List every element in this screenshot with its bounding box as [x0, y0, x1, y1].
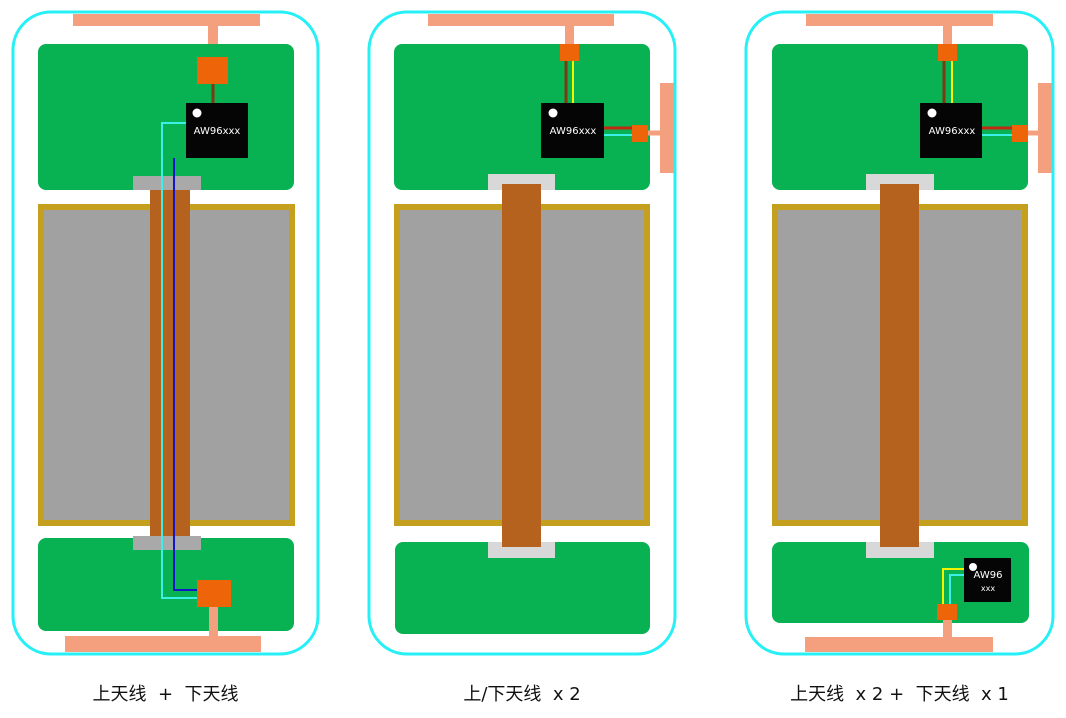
- top-antenna-feed: [208, 26, 218, 58]
- chip-pin1-dot: [927, 108, 937, 118]
- chip-label: AW96xxx: [929, 126, 976, 137]
- top-antenna: [73, 14, 260, 26]
- bottom-antenna: [805, 637, 993, 652]
- bottom-board: [395, 542, 650, 634]
- trace-yellow-lower: [942, 568, 964, 604]
- top-antenna-feed: [943, 26, 952, 46]
- fpc-clip-top: [133, 176, 201, 190]
- top-board: [772, 44, 1028, 190]
- side-antenna: [1038, 83, 1052, 173]
- top-connector: [197, 57, 228, 84]
- phone-frame: [367, 10, 677, 656]
- chip-label: AW96xxx: [550, 126, 597, 137]
- top-board: [38, 44, 294, 190]
- top-board: [394, 44, 650, 190]
- panel-3: AW96xxx AW96 xxx: [744, 10, 1055, 656]
- side-connector: [632, 125, 648, 142]
- top-antenna-feed: [565, 26, 574, 46]
- fpc-cable: [150, 180, 190, 544]
- bottom-antenna-feed: [943, 620, 952, 638]
- fpc-cable: [880, 184, 919, 547]
- top-connector: [560, 44, 579, 61]
- chip-pin1-dot: [548, 108, 558, 118]
- top-connector: [938, 44, 957, 61]
- bottom-connector: [197, 580, 231, 607]
- caption-panel-2: 上/下天线 x 2: [463, 684, 581, 705]
- panel-1: AW96xxx: [11, 10, 320, 656]
- bottom-board: [38, 538, 294, 631]
- side-connector: [1012, 125, 1028, 142]
- phone-frame: [11, 10, 320, 656]
- chip-label: AW96xxx: [194, 126, 241, 137]
- chip-label-lower-line2: xxx: [981, 584, 995, 593]
- chip-label-lower-line1: AW96: [974, 570, 1003, 581]
- fpc-cable: [502, 184, 541, 547]
- bottom-connector: [937, 604, 957, 620]
- bottom-antenna: [65, 636, 261, 652]
- bottom-antenna-feed: [209, 606, 218, 638]
- phone-frame: [744, 10, 1055, 656]
- top-antenna: [806, 14, 993, 26]
- trace-cyan-lower: [949, 574, 964, 604]
- trace-blue: [173, 158, 198, 591]
- chip-pin1-dot: [192, 108, 202, 118]
- side-antenna: [660, 83, 674, 173]
- fpc-clip-bottom: [133, 536, 201, 550]
- top-antenna: [428, 14, 614, 26]
- caption-panel-3: 上天线 x 2 + 下天线 x 1: [790, 684, 1009, 705]
- trace-cyan: [161, 122, 198, 599]
- panel-2: AW96xxx: [367, 10, 677, 656]
- caption-panel-1: 上天线 + 下天线: [92, 684, 239, 705]
- chip-pin1-dot-lower: [969, 563, 977, 571]
